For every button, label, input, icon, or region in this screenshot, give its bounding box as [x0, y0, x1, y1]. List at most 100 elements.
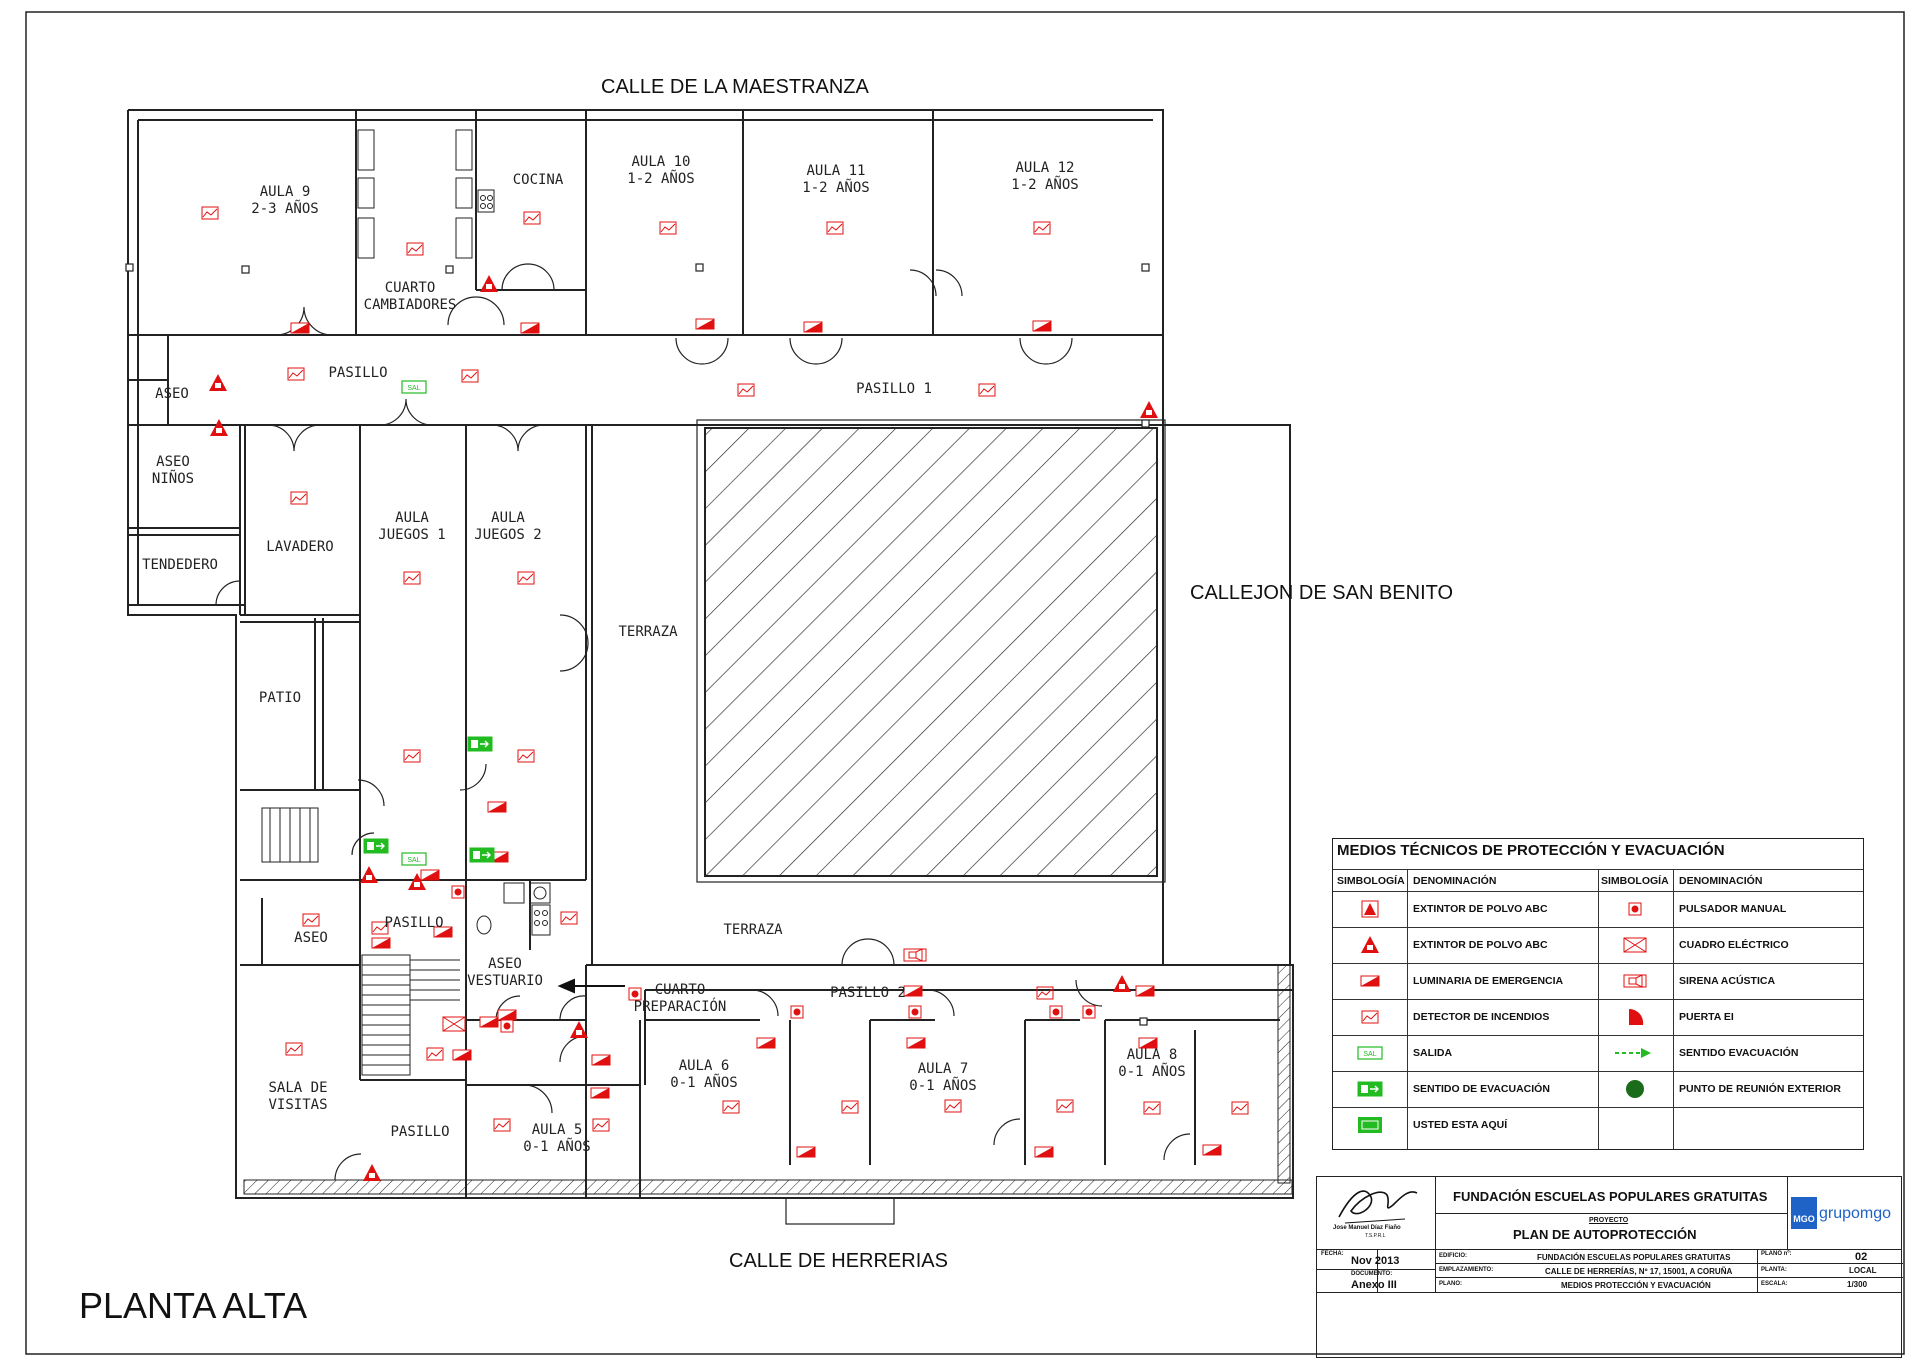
plano-value: MEDIOS PROTECCIÓN Y EVACUACIÓN [1561, 1281, 1711, 1290]
legend-label: PUERTA EI [1679, 1011, 1734, 1023]
smoke-detector-icon [403, 571, 421, 585]
emergency-light-icon [906, 1037, 926, 1049]
room-label-line: PASILLO [390, 1124, 450, 1140]
fire-door-icon [1629, 1008, 1644, 1025]
manual-alarm-button-icon [451, 885, 465, 899]
smoke-detector-icon [517, 571, 535, 585]
room-label-line: PREPARACIÓN [633, 999, 727, 1015]
room-label-pasillo2: PASILLO 2 [830, 985, 906, 1002]
emergency-light-icon [479, 1016, 499, 1028]
legend-label: PULSADOR MANUAL [1679, 903, 1787, 915]
emergency-light-icon [590, 1087, 610, 1099]
street-south: CALLE DE HERRERIAS [729, 1250, 948, 1272]
escala-label: ESCALA: [1761, 1281, 1788, 1287]
legend-col-name-left: DENOMINACIÓN [1413, 875, 1497, 887]
legend-label: CUADRO ELÉCTRICO [1679, 939, 1789, 951]
legend-row [1333, 963, 1863, 1000]
fecha-label: FECHA: [1321, 1251, 1344, 1257]
exit-sign-icon: SAL [401, 852, 427, 866]
manual-alarm-button-icon [500, 1019, 514, 1033]
smoke-detector-icon [371, 921, 389, 935]
emergency-light-icon [371, 937, 391, 949]
planta-value: LOCAL [1849, 1266, 1877, 1275]
legend-label: EXTINTOR DE POLVO ABC [1413, 903, 1548, 915]
legend-label: LUMINARIA DE EMERGENCIA [1413, 975, 1564, 987]
fire-extinguisher-icon [210, 419, 228, 436]
room-label-line: CAMBIADORES [363, 297, 457, 313]
you-are-here-icon [1358, 1117, 1382, 1133]
room-label-line: AULA 8 [1126, 1047, 1178, 1063]
emergency-light-icon [520, 322, 540, 334]
room-label-line: 2-3 AÑOS [251, 201, 319, 217]
emergency-light-icon [452, 1049, 472, 1061]
room-label-line: 1-2 AÑOS [802, 180, 870, 196]
room-label-patio: PATIO [259, 690, 301, 707]
electrical-panel-icon [442, 1016, 466, 1032]
svg-text:SAL: SAL [407, 385, 420, 392]
emergency-light-icon [695, 318, 715, 330]
emergency-light-icon [433, 926, 453, 938]
street-north: CALLE DE LA MAESTRANZA [601, 76, 869, 98]
room-label-line: AULA 10 [631, 154, 691, 170]
room-label-line: ASEO [155, 386, 189, 402]
emergency-light-icon [1360, 975, 1380, 987]
room-label-line: AULA 6 [678, 1058, 730, 1074]
room-label-line: VISITAS [268, 1097, 328, 1113]
project-label: PROYECTO [1589, 1217, 1629, 1224]
evacuation-sign-icon [469, 847, 495, 863]
room-label-pasillo1: PASILLO 1 [856, 381, 932, 398]
sheet-border [25, 11, 1905, 1355]
room-label-tendedero: TENDEDERO [142, 557, 218, 574]
street-east: CALLEJON DE SAN BENITO [1190, 582, 1454, 604]
legend-symbols: SAL [1357, 900, 1651, 1133]
emergency-light-icon [420, 869, 440, 881]
room-label-line: AULA [491, 510, 525, 526]
siren-icon [1623, 974, 1647, 988]
fire-extinguisher-icon [360, 866, 378, 883]
emergency-light-icon [803, 321, 823, 333]
room-label-terraza-b: TERRAZA [723, 922, 782, 939]
smoke-detector-icon [737, 383, 755, 397]
room-label-line: AULA 12 [1015, 160, 1075, 176]
room-label-line: TERRAZA [723, 922, 783, 938]
room-label-lavadero: LAVADERO [266, 539, 333, 556]
smoke-detector-icon [659, 221, 677, 235]
legend-row [1333, 927, 1863, 964]
emergency-light-icon [1032, 320, 1052, 332]
smoke-detector-icon [1143, 1101, 1161, 1115]
legend-label: SENTIDO DE EVACUACIÓN [1413, 1083, 1550, 1095]
room-label-line: 0-1 AÑOS [1118, 1064, 1186, 1080]
drawing-title: PLANTA ALTA [79, 1285, 308, 1326]
room-label-line: AULA [395, 510, 429, 526]
emergency-light-icon [903, 985, 923, 997]
room-label-line: PASILLO [328, 365, 388, 381]
smoke-detector-icon [517, 749, 535, 763]
smoke-detector-icon [461, 369, 479, 383]
fire-extinguisher-icon [363, 1164, 381, 1181]
legend-label: USTED ESTA AQUÍ [1413, 1119, 1508, 1131]
room-label-line: ASEO [294, 930, 328, 946]
room-label-line: TERRAZA [618, 624, 678, 640]
hatched-courtyard [704, 427, 1158, 877]
room-label-line: ASEO [156, 454, 190, 470]
evacuation-sign-icon [363, 838, 389, 854]
smoke-detector-icon [978, 383, 996, 397]
smoke-detector-icon [1036, 986, 1054, 1000]
room-label-terraza-a: TERRAZA [618, 624, 677, 641]
legend-label: SIRENA ACÚSTICA [1679, 975, 1776, 987]
room-label-line: PATIO [258, 690, 302, 706]
documento-label: DOCUMENTO: [1351, 1271, 1393, 1277]
room-label-aseo: ASEO [155, 386, 189, 403]
company-logo: MGO grupomgo [1791, 1191, 1899, 1235]
svg-text:SAL: SAL [1363, 1051, 1376, 1058]
signer-name: Jose Manuel Díaz Fiaño [1333, 1225, 1401, 1231]
